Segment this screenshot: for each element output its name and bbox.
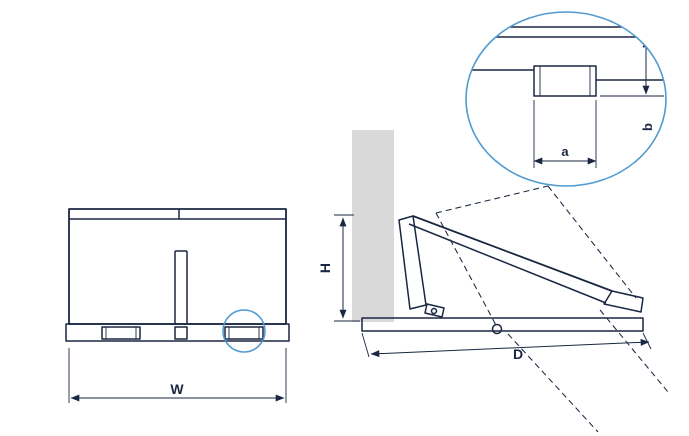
fork-pocket-right-walls — [228, 327, 260, 339]
rim-lip — [603, 290, 644, 313]
detail-view: a b — [465, 11, 667, 187]
mast-shade — [352, 130, 394, 322]
detail-circle — [465, 11, 667, 187]
fork-pocket-left-walls — [105, 327, 137, 339]
center-foot — [174, 326, 188, 340]
latch-pin — [430, 307, 438, 315]
depth-dimension-line — [370, 338, 650, 358]
tipped-edge-4 — [599, 309, 669, 393]
height-dimension-label: H — [317, 263, 333, 273]
front-wall — [398, 215, 427, 310]
pocket-width-extension-lines — [533, 100, 597, 168]
tipped-position-outline — [435, 185, 669, 433]
tipped-edge-1 — [435, 185, 549, 214]
side-view: H D — [317, 130, 669, 433]
pocket-height-label: b — [640, 123, 655, 131]
container-body-front — [68, 208, 287, 325]
fork-pocket-right — [224, 326, 264, 340]
base-plate-side — [361, 317, 644, 332]
height-extension-lines — [334, 214, 360, 322]
fork-pocket-left — [101, 326, 141, 340]
slope-bottom-line — [408, 223, 607, 304]
width-extension-lines — [68, 348, 287, 403]
pivot-circle — [491, 323, 503, 335]
pocket-width-label: a — [561, 144, 569, 159]
slope-top-line — [412, 215, 613, 292]
detail-fork-pocket — [533, 65, 597, 97]
detail-pocket-walls — [539, 66, 591, 96]
depth-extension-lines — [361, 332, 652, 358]
base-strip-front — [65, 323, 290, 342]
center-channel — [174, 250, 188, 324]
tipped-edge-3 — [435, 212, 498, 328]
container-side-solid — [361, 215, 644, 335]
latch-bracket — [424, 303, 445, 318]
depth-dimension-label: D — [513, 346, 523, 362]
tipped-edge-2 — [547, 185, 637, 299]
detail-highlight-circle — [222, 309, 266, 353]
width-dimension-label: W — [170, 381, 184, 397]
front-view: W — [65, 208, 290, 403]
